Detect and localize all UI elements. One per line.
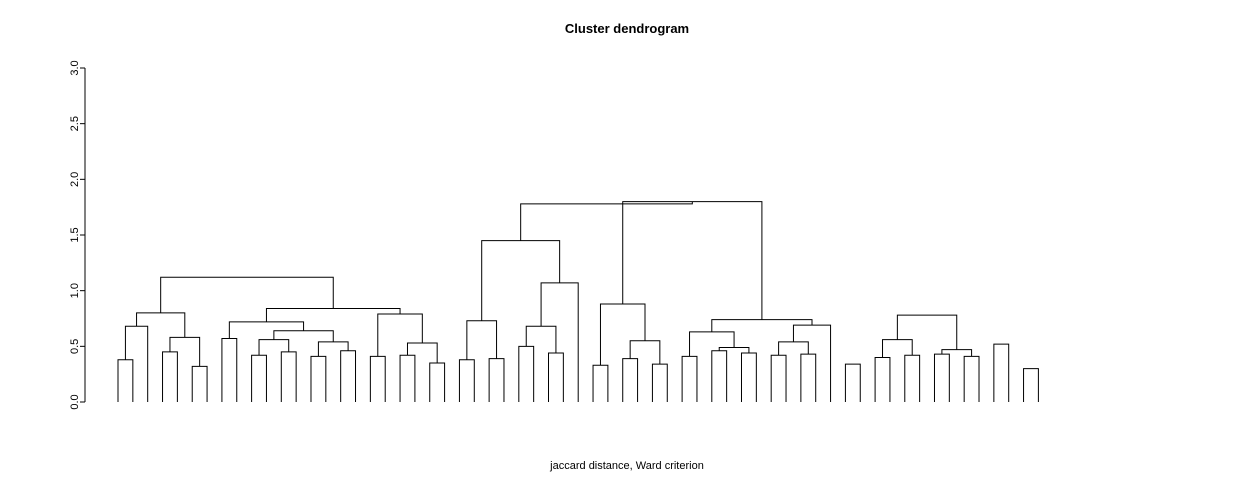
dendrogram-branch: [711, 350, 728, 402]
y-axis: 0.0 0.5 1.0 1.5 2.0 2.5 3.0: [69, 60, 86, 410]
dendrogram-branch: [933, 353, 950, 402]
dendrogram-branch: [520, 201, 693, 241]
dendrogram-branch: [169, 336, 201, 367]
dendrogram-branch: [377, 313, 423, 357]
dendrogram-branch: [651, 363, 668, 402]
dendrogram-branch: [629, 340, 661, 365]
y-axis-tick-label: 2.5: [69, 116, 81, 131]
y-axis-tick-label: 0.0: [69, 394, 81, 409]
page-title: Cluster dendrogram: [565, 21, 689, 36]
dendrogram-branches: [117, 201, 1039, 402]
dendrogram-branch: [160, 276, 334, 313]
dendrogram-branch: [599, 303, 646, 366]
dendrogram-branch: [718, 346, 750, 354]
dendrogram-branch: [1023, 368, 1039, 402]
y-axis-tick-label: 1.0: [69, 283, 81, 298]
dendrogram-branch: [340, 350, 357, 402]
dendrogram-branch: [874, 356, 891, 402]
dendrogram-branch: [896, 314, 958, 350]
dendrogram-branch: [844, 363, 861, 402]
dendrogram-branch: [466, 320, 498, 360]
x-axis-label: jaccard distance, Ward criterion: [549, 460, 704, 472]
dendrogram-branch: [481, 240, 561, 321]
y-axis-tick-label: 1.5: [69, 227, 81, 242]
dendrogram-branch: [993, 343, 1010, 402]
y-axis-tick-label: 2.0: [69, 172, 81, 187]
y-axis-tick-label: 3.0: [69, 60, 81, 75]
y-axis-tick-label: 0.5: [69, 339, 81, 354]
dendrogram-branch: [273, 330, 334, 342]
dendrogram-branch: [800, 353, 817, 402]
